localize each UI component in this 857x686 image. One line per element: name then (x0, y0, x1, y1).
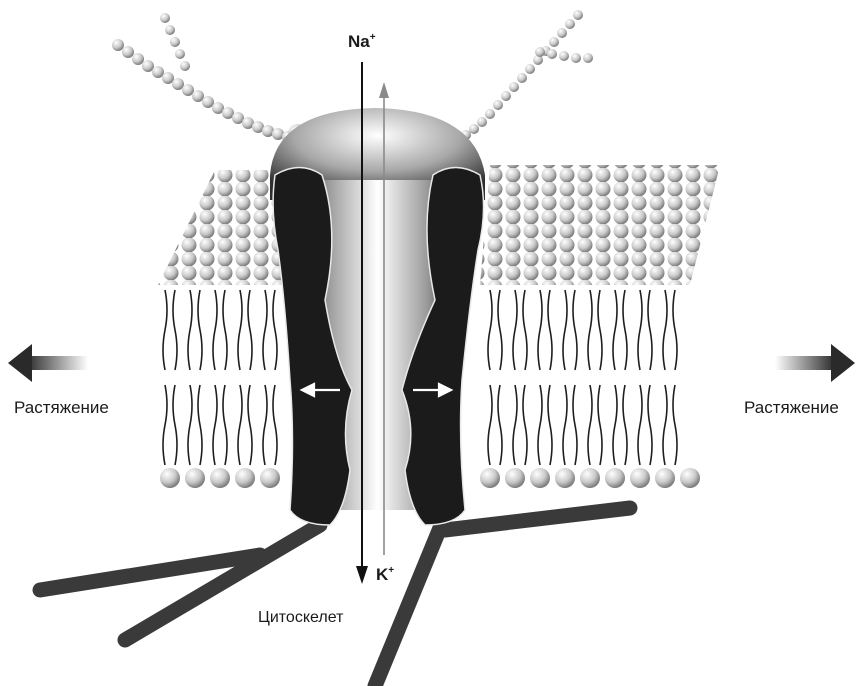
na-charge: + (370, 32, 376, 43)
arrow-left-stretch-icon (8, 344, 88, 382)
lipid-heads-top-right (480, 165, 720, 285)
filament-3 (445, 508, 630, 530)
cytoskeleton-filaments (40, 508, 630, 686)
k-arrow-head (379, 82, 389, 98)
lipid-tails-right (488, 290, 677, 465)
na-arrow-head (356, 566, 368, 584)
lipid-tails-left (163, 290, 277, 465)
k-ion-label: K+ (376, 565, 394, 584)
glycan-chain-left (112, 13, 308, 144)
membrane-right (480, 165, 720, 488)
stretch-label-right: Растяжение (744, 398, 839, 417)
ion-channel (270, 108, 485, 525)
lipid-heads-bottom-left (160, 468, 280, 488)
arrow-right-stretch-icon (775, 344, 855, 382)
lipid-heads-bottom-right (480, 468, 700, 488)
glycan-chain-right (445, 10, 593, 150)
cytoskeleton-label: Цитоскелет (258, 609, 344, 626)
membrane-left (158, 170, 292, 488)
stretch-label-left: Растяжение (14, 398, 109, 417)
na-ion-label: Na+ (348, 32, 376, 51)
k-charge: + (388, 565, 394, 576)
